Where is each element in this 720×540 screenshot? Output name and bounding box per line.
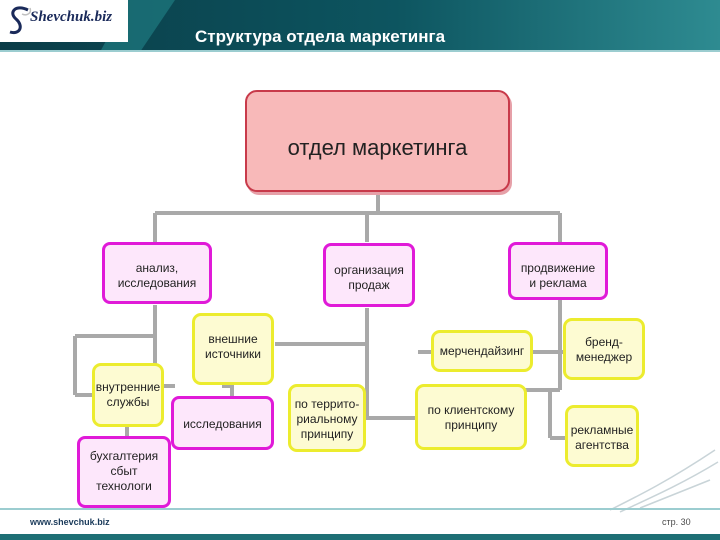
advertising-agencies-line-2: агентства <box>575 438 629 452</box>
client-principle-line-1: по клиентскому <box>427 403 515 417</box>
brand-manager-box: бренд- менеджер <box>563 318 645 380</box>
internal-services-box: внутренние службы <box>92 363 164 427</box>
client-principle-line-2: принципу <box>444 418 498 432</box>
footer-url[interactable]: www.shevchuk.biz <box>30 517 110 527</box>
logo-text: Shevchuk.biz <box>30 9 113 25</box>
brand-manager-line-1: бренд- <box>585 335 623 349</box>
page-number: стр. 30 <box>662 517 691 527</box>
internal-services-line-1: внутренние <box>95 380 161 394</box>
advertising-agencies-line-1: рекламные <box>570 423 634 437</box>
logo: Shevchuk.biz <box>0 0 128 42</box>
merchandising-label: мерчендайзинг <box>439 344 525 358</box>
brand-manager-line-2: менеджер <box>575 350 633 364</box>
promotion-advertising-line-1: продвижение <box>520 261 596 275</box>
research-label: исследования <box>183 417 262 431</box>
external-sources-box: внешние источники <box>192 313 274 385</box>
merchandising-box: мерчендайзинг <box>431 330 533 372</box>
page-title: Структура отдела маркетинга <box>195 27 446 46</box>
analysis-research-box: анализ, исследования <box>102 242 212 304</box>
marketing-department-box: отдел маркетинга <box>245 90 510 192</box>
accounting-sales-tech-box: бухгалтерия сбыт технологи <box>77 436 171 508</box>
pen-decoration-icon <box>609 449 719 513</box>
footer-bar <box>0 508 720 540</box>
sales-organization-box: организация продаж <box>323 243 415 307</box>
client-principle-box: по клиентскому принципу <box>415 384 527 450</box>
marketing-department-label: отдел маркетинга <box>287 135 468 160</box>
sales-organization-line-1: организация <box>334 263 404 277</box>
territorial-line-3: принципу <box>300 427 354 441</box>
external-sources-line-1: внешние <box>208 332 258 346</box>
accounting-line-2: сбыт <box>110 464 138 478</box>
analysis-research-line-1: анализ, <box>135 261 179 275</box>
research-box: исследования <box>171 396 274 450</box>
advertising-agencies-box: рекламные агентства <box>565 405 639 467</box>
sales-organization-line-2: продаж <box>348 278 390 292</box>
internal-services-line-2: службы <box>106 395 150 409</box>
logo-swirl-icon <box>9 6 32 35</box>
territorial-line-2: риальному <box>296 412 358 426</box>
analysis-research-line-2: исследования <box>117 276 197 290</box>
territorial-principle-box: по террито- риальному принципу <box>288 384 366 452</box>
promotion-advertising-line-2: и реклама <box>529 276 587 290</box>
promotion-advertising-box: продвижение и реклама <box>508 242 608 300</box>
accounting-line-1: бухгалтерия <box>89 449 159 463</box>
accounting-line-3: технологи <box>96 479 152 493</box>
territorial-line-1: по террито- <box>294 397 360 411</box>
external-sources-line-2: источники <box>204 347 261 361</box>
